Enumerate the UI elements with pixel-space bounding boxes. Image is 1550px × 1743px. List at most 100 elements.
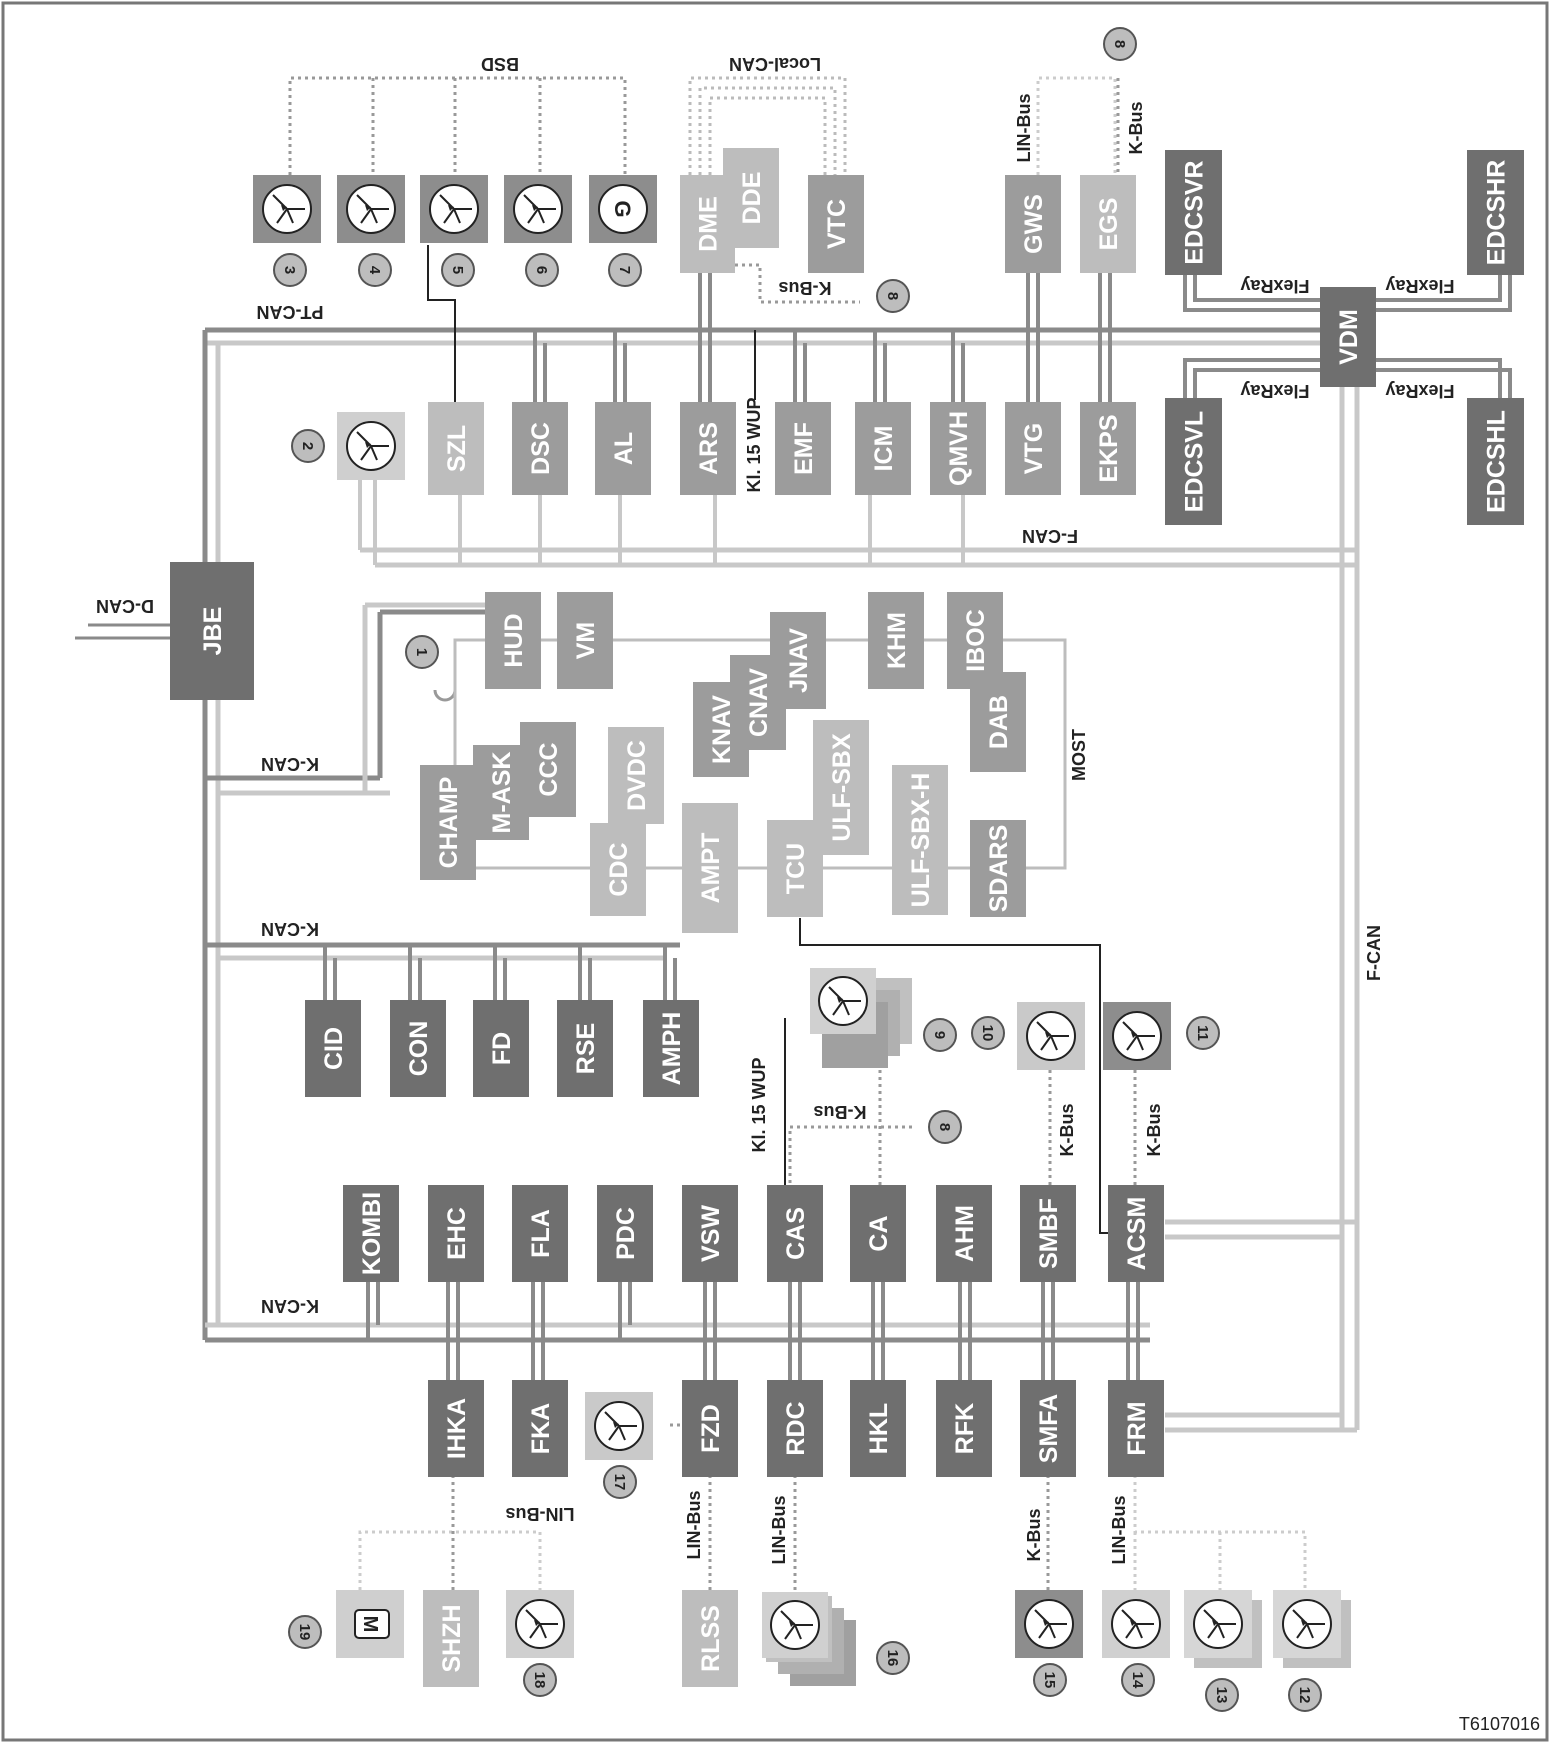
- module-box-edcsvr: [1165, 150, 1222, 275]
- module-label-ars: ARS: [695, 422, 723, 475]
- callout-n6: 6: [525, 253, 559, 287]
- module-label-shzh: SHZH: [438, 1604, 466, 1672]
- module-box-edcshr: [1467, 150, 1524, 275]
- module-label-fzd: FZD: [697, 1404, 725, 1453]
- module-label-con: CON: [405, 1021, 433, 1077]
- module-shzh: SHZH: [423, 1590, 479, 1687]
- callout-circle: [405, 635, 439, 669]
- module-szl: SZL: [428, 402, 484, 495]
- module-label-vsw: VSW: [697, 1205, 725, 1262]
- module-box-cdc: [590, 823, 646, 916]
- d-can-label: D-CAN: [96, 596, 154, 616]
- module-box-dde: [723, 148, 779, 248]
- module-fla: FLA: [512, 1185, 568, 1282]
- module-box-ca: [850, 1185, 906, 1282]
- sensor-10-icon: [1026, 1011, 1076, 1061]
- module-label-smfa: SMFA: [1035, 1394, 1063, 1463]
- module-ccc: CCC: [520, 722, 576, 817]
- callout-circle: [291, 429, 325, 463]
- module-box-mask: [473, 745, 529, 840]
- callout-n8b: 8: [876, 279, 910, 313]
- module-label-hkl: HKL: [865, 1403, 893, 1454]
- module-box-smfa: [1020, 1380, 1076, 1477]
- motor-glyph: M: [359, 1616, 381, 1633]
- module-egs: EGS: [1080, 175, 1136, 273]
- sensor-15-icon: [1024, 1599, 1074, 1649]
- module-amph: AMPH: [643, 1000, 699, 1097]
- module-cid: CID: [305, 1000, 361, 1097]
- module-label-pdc: PDC: [612, 1207, 640, 1260]
- module-box-amph: [643, 1000, 699, 1097]
- module-label-szl: SZL: [443, 425, 471, 472]
- callout-number: 17: [611, 1474, 628, 1491]
- callout-number: 4: [366, 266, 383, 275]
- module-box-frm: [1108, 1380, 1164, 1477]
- module-label-ihka: IHKA: [443, 1398, 471, 1459]
- callout-number: 12: [1296, 1687, 1313, 1704]
- module-vsw: VSW: [682, 1185, 738, 1282]
- module-label-fka: FKA: [527, 1403, 555, 1454]
- module-label-rdc: RDC: [782, 1401, 810, 1455]
- module-box-ulfsbxh: [892, 765, 948, 915]
- module-box-ccc: [520, 722, 576, 817]
- callout-number: 8: [1111, 40, 1128, 48]
- sensor-14-icon: [1111, 1599, 1161, 1649]
- module-label-egs: EGS: [1095, 198, 1123, 251]
- module-gws: GWS: [1005, 175, 1061, 273]
- module-tcu: TCU: [767, 820, 823, 917]
- module-box-knav: [693, 682, 749, 777]
- module-label-champ: CHAMP: [435, 777, 463, 869]
- bsd-label: BSD: [481, 54, 519, 74]
- callout-number: 5: [449, 266, 466, 274]
- module-label-icm: ICM: [870, 426, 898, 472]
- callout-number: 1: [413, 648, 430, 656]
- module-hud: HUD: [485, 592, 541, 689]
- callout-n17: 17: [603, 1465, 637, 1499]
- module-rlss: RLSS: [682, 1590, 738, 1687]
- callout-circle: [358, 253, 392, 287]
- callout-circle: [1288, 1678, 1322, 1712]
- k-bus-smbf-label: K-Bus: [1057, 1104, 1077, 1157]
- module-label-ahm: AHM: [951, 1205, 979, 1262]
- callout-n7: 7: [608, 253, 642, 287]
- module-label-kombi: KOMBI: [358, 1192, 386, 1275]
- callout-circle: [441, 253, 475, 287]
- generator-icon: [598, 184, 648, 234]
- flexray-label-3: FlexRay: [1240, 381, 1309, 401]
- module-box-egs: [1080, 175, 1136, 273]
- module-box-champ: [420, 765, 476, 880]
- callout-number: 18: [531, 1672, 548, 1689]
- module-box-shzh: [423, 1590, 479, 1687]
- local-can-label: Local-CAN: [729, 54, 821, 74]
- k-can-label-middle: K-CAN: [261, 919, 319, 939]
- module-box-rdc: [767, 1380, 823, 1477]
- module-acsm: ACSM: [1108, 1185, 1164, 1282]
- callout-n15: 15: [1033, 1663, 1067, 1697]
- module-label-ulfsbxh: ULF-SBX-H: [907, 773, 935, 908]
- module-dab: DAB: [970, 672, 1026, 772]
- module-ehc: EHC: [428, 1185, 484, 1282]
- module-jbe: JBE: [170, 562, 254, 700]
- module-label-fd: FD: [488, 1032, 516, 1065]
- callout-n13: 13: [1205, 1678, 1239, 1712]
- f-can-vertical-label: F-CAN: [1364, 925, 1384, 981]
- module-label-edcsvl: EDCSVL: [1181, 411, 1209, 512]
- sensor-9-icon: [818, 976, 868, 1026]
- module-box-al: [595, 402, 651, 495]
- module-box-dab: [970, 672, 1026, 772]
- module-label-edcsvr: EDCSVR: [1181, 160, 1209, 264]
- module-label-dab: DAB: [985, 695, 1013, 749]
- module-label-smbf: SMBF: [1035, 1198, 1063, 1269]
- module-dsc: DSC: [512, 402, 568, 495]
- callout-n12: 12: [1288, 1678, 1322, 1712]
- module-box-kombi: [343, 1185, 399, 1282]
- k-bus-top-label: K-Bus: [1126, 102, 1146, 155]
- module-box-gws: [1005, 175, 1061, 273]
- module-box-tcu: [767, 820, 823, 917]
- bus-labels: PT-CAN F-CAN F-CAN D-CAN K-CAN K-CAN K-C…: [96, 54, 1455, 1565]
- module-label-edcshr: EDCSHR: [1483, 160, 1511, 266]
- generator-glyph: G: [610, 200, 635, 217]
- module-label-ehc: EHC: [443, 1207, 471, 1260]
- module-champ: CHAMP: [420, 765, 476, 880]
